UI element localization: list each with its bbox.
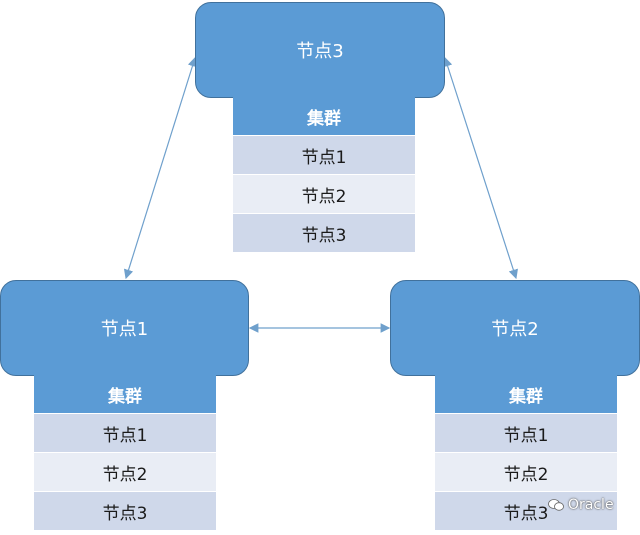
node-2-label: 节点2 [491,319,539,340]
watermark-text: Oracle [568,497,614,513]
cluster-table-header: 集群 [34,375,216,414]
arrow-node3-node2 [443,56,518,280]
node-3-box: 节点3 [195,2,445,98]
cluster-table-row: 节点2 [233,175,415,214]
cluster-table-row: 节点1 [34,414,216,453]
arrow-node3-node1 [123,56,198,280]
cluster-table-header: 集群 [435,375,617,414]
cluster-table-header: 集群 [233,97,415,136]
cluster-table-row: 节点1 [233,136,415,175]
node-2-box: 节点2 [390,280,640,376]
node-1-box: 节点1 [0,280,249,376]
node-3-label: 节点3 [296,41,344,62]
cluster-table-row: 节点2 [435,453,617,492]
cluster-table-row: 节点3 [34,492,216,531]
cluster-table-row: 节点3 [435,492,617,531]
cluster-table-node3: 集群 节点1 节点2 节点3 [233,97,415,253]
wechat-icon [548,499,564,511]
cluster-table-node2: 集群 节点1 节点2 节点3 [435,375,617,531]
cluster-table-row: 节点2 [34,453,216,492]
node-1-label: 节点1 [100,319,149,340]
cluster-table-row: 节点3 [233,214,415,253]
cluster-table-node1: 集群 节点1 节点2 节点3 [34,375,216,531]
cluster-table-row: 节点1 [435,414,617,453]
watermark: Oracle [548,497,614,513]
